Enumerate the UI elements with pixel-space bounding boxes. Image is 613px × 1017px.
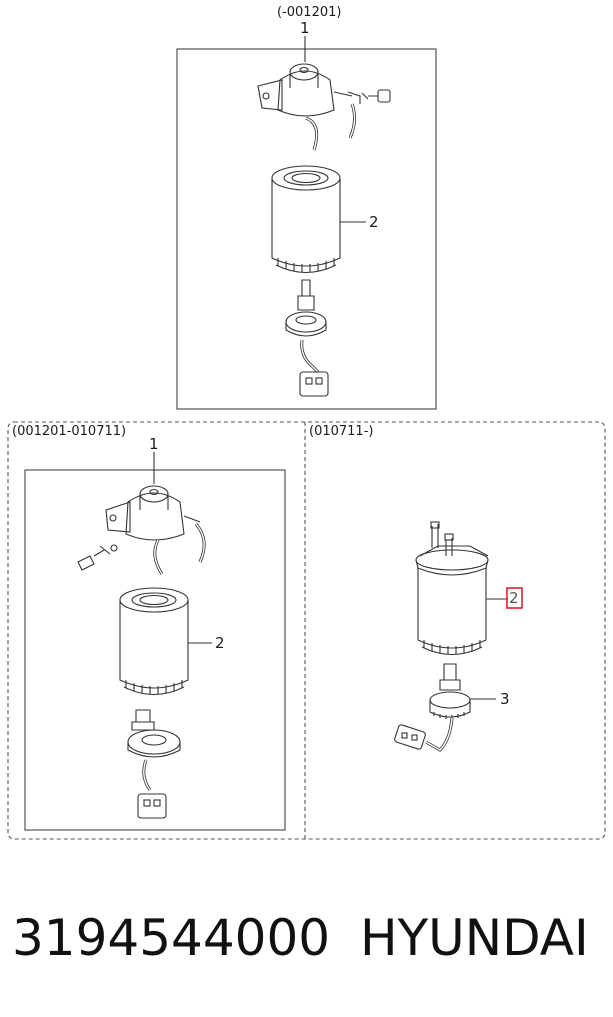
right-range-label: (010711-) (309, 424, 374, 439)
top-callout-1: 1 (300, 19, 310, 37)
top-filter-head (257, 63, 361, 151)
top-panel-frame (176, 48, 437, 410)
left-filter-cartridge (119, 587, 189, 695)
left-panel-frame (24, 469, 286, 831)
top-callout-2: 2 (369, 213, 379, 231)
top-water-sensor (285, 279, 329, 397)
top-range-label: (-001201) (277, 5, 342, 20)
left-bolt-connector (77, 544, 118, 571)
top-bolt-connector (361, 89, 391, 103)
brand-name: HYUNDAI (360, 909, 589, 967)
part-number: 3194544000 (12, 909, 331, 967)
right-callout-2-highlight (506, 587, 523, 609)
top-filter-cartridge (271, 165, 341, 273)
left-callout-2: 2 (215, 634, 225, 652)
left-filter-head (105, 485, 206, 575)
right-callout-3: 3 (500, 690, 510, 708)
right-filter-cartridge (415, 521, 489, 655)
lower-dashed-frame (7, 421, 606, 840)
left-callout-1: 1 (149, 435, 159, 453)
left-range-label: (001201-010711) (12, 424, 127, 439)
left-water-sensor (127, 709, 181, 819)
right-callout-2: 2 (509, 589, 519, 607)
right-water-sensor (394, 663, 471, 752)
